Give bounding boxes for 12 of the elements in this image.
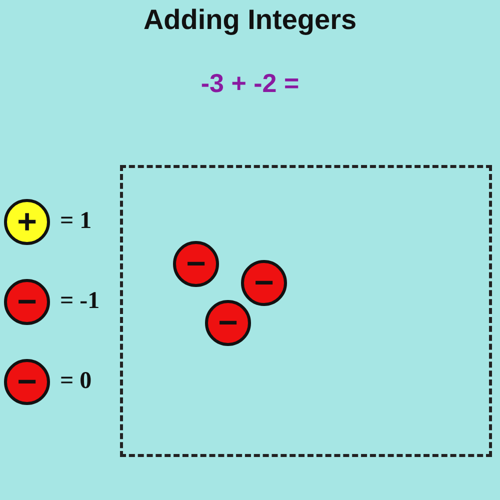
positive-counter: + [4,199,50,245]
negative-counter: − [241,260,287,306]
dashed-mat [120,165,492,457]
negative-counter: − [173,241,219,287]
title: Adding Integers [142,4,358,36]
value-label: = -1 [60,288,100,315]
negative-counter: − [4,279,50,325]
value-label: = 1 [60,208,92,235]
equation: -3 + -2 = [200,68,300,99]
negative-counter: − [205,300,251,346]
negative-counter: − [4,359,50,405]
value-label: = 0 [60,368,92,395]
